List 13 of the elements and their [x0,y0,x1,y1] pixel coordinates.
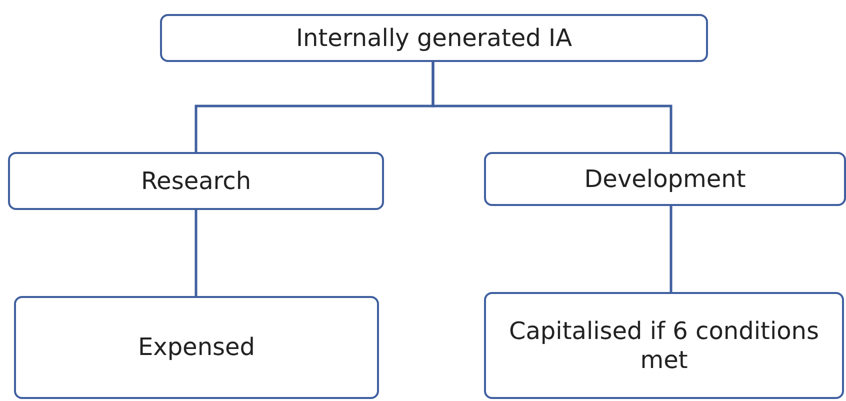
connector-line [432,62,672,152]
process-box [484,152,846,206]
box-label: Expensed [136,333,256,362]
process-box [160,14,708,62]
process-box [14,296,379,399]
box-label: Development [583,164,747,194]
box-label: Internally generated IA [294,24,574,52]
box-label: Research [140,166,252,196]
process-box [484,292,844,399]
connector-line [670,206,672,292]
connector-line [194,210,198,296]
process-box [8,152,384,210]
box-label: Capitalised if 6 conditions met [508,316,820,374]
